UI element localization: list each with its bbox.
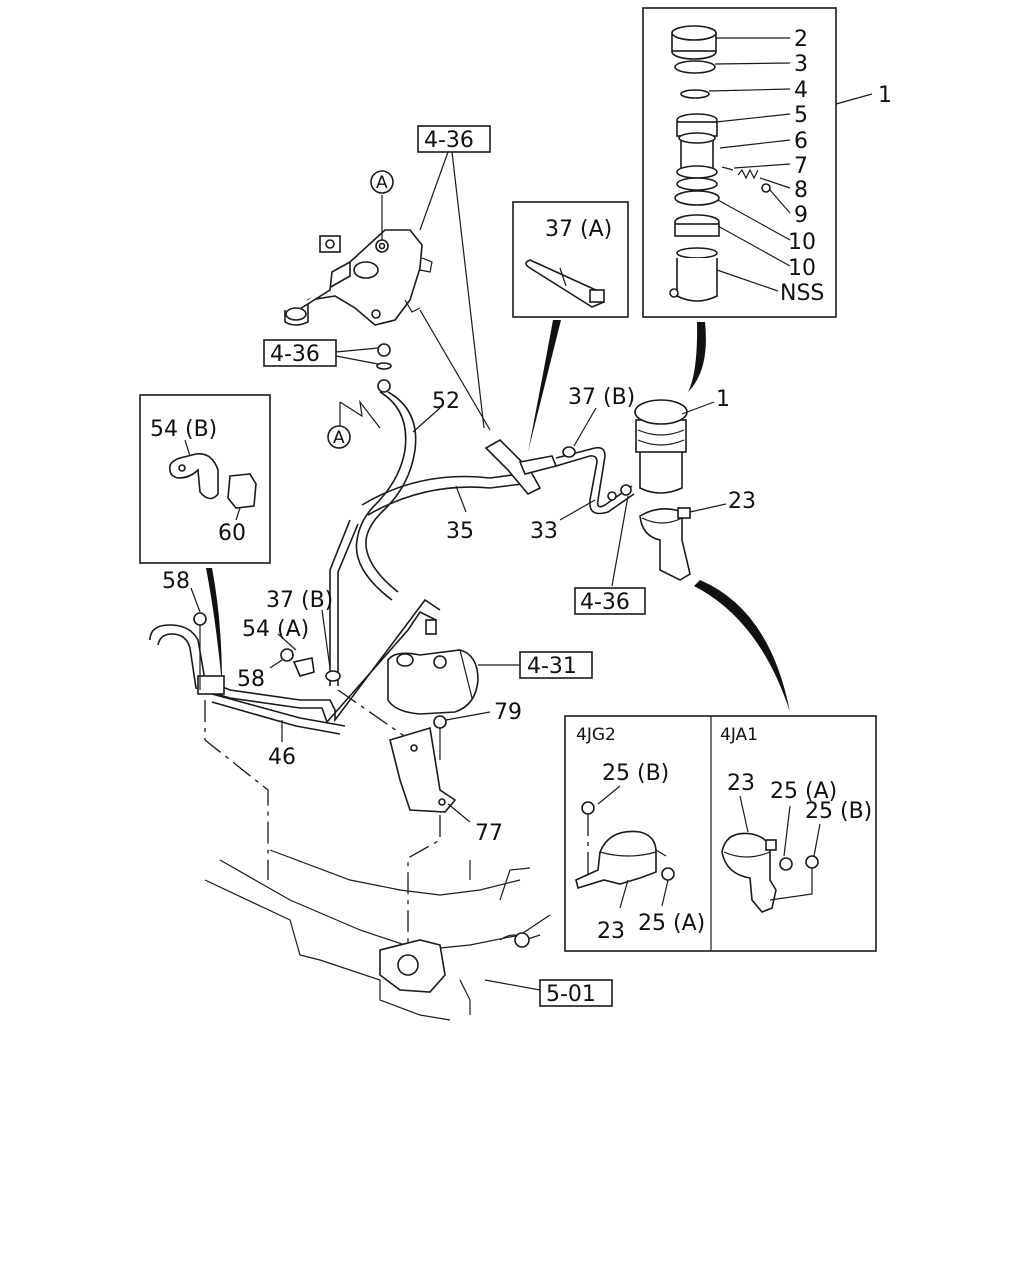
callout-8: 8 — [794, 178, 808, 203]
inset-4jg2-title: 4JG2 — [576, 725, 616, 745]
callout-23-mid: 23 — [728, 489, 756, 514]
callout-10-b: 10 — [788, 256, 816, 281]
callout-10-a: 10 — [788, 230, 816, 255]
lower-pipes: 58 54 (A) 58 37 (B) 46 — [149, 519, 441, 770]
slave-cylinder: 4-31 — [337, 619, 593, 741]
callout-54a: 54 (A) — [242, 617, 309, 642]
clamp-inset-box: 54 (B) 60 — [139, 394, 271, 564]
bracket-23: 23 — [639, 489, 756, 581]
inset-4ja1-title: 4JA1 — [720, 725, 758, 745]
variant-insets: 4JG2 25 (B) 23 25 (A) 4JA1 23 25 (A) 25 … — [564, 715, 877, 952]
ref-4-36-mid: 4-36 — [270, 342, 320, 367]
inset-4ja1-callout-25a: 25 (A) — [770, 779, 837, 804]
reservoir-exploded-box: 2 3 4 5 6 7 8 9 10 10 NSS 1 — [642, 7, 892, 318]
circle-a-top: A — [376, 173, 388, 193]
callout-52: 52 — [432, 389, 460, 414]
callout-58-top: 58 — [162, 569, 190, 594]
vehicle-frame: 5-01 — [204, 700, 613, 1021]
inset-4jg2-callout-23: 23 — [597, 919, 625, 944]
callout-6: 6 — [794, 129, 808, 154]
callout-37b-top: 37 (B) — [568, 385, 635, 410]
callout-77: 77 — [475, 821, 503, 846]
inset-4jg2-callout-25a: 25 (A) — [638, 911, 705, 936]
callout-3: 3 — [794, 52, 808, 77]
callout-5: 5 — [794, 103, 808, 128]
callout-33: 33 — [530, 519, 558, 544]
callout-79: 79 — [494, 700, 522, 725]
pointer-37a — [528, 320, 561, 452]
callout-37a: 37 (A) — [545, 217, 612, 242]
pointer-insets — [694, 580, 790, 712]
callout-60: 60 — [218, 521, 246, 546]
callout-7: 7 — [794, 154, 808, 179]
ref-4-36-low: 4-36 — [580, 590, 630, 615]
inset-4jg2-callout-25b: 25 (B) — [602, 761, 669, 786]
ref-4-36-top: 4-36 — [424, 128, 474, 153]
callout-1-top: 1 — [878, 83, 892, 108]
reservoir: 1 — [634, 387, 730, 494]
circle-a-mid: A — [333, 428, 345, 448]
clip-37a-box: 37 (A) — [512, 201, 629, 318]
callout-35: 35 — [446, 519, 474, 544]
callout-9: 9 — [794, 203, 808, 228]
callout-58-mid: 58 — [237, 667, 265, 692]
callout-2: 2 — [794, 27, 808, 52]
clutch-hoses: 52 35 33 37 (B) 4-36 — [355, 379, 646, 615]
master-cylinder: A — [284, 170, 433, 326]
bracket-77: 79 77 — [389, 700, 522, 846]
inset-4ja1-callout-25b: 25 (B) — [805, 799, 872, 824]
callout-54b: 54 (B) — [150, 417, 217, 442]
ref-4-31: 4-31 — [527, 654, 577, 679]
callout-1-mid: 1 — [716, 387, 730, 412]
inset-4ja1-callout-23: 23 — [727, 771, 755, 796]
callout-4: 4 — [794, 78, 808, 103]
callout-37b-mid: 37 (B) — [266, 588, 333, 613]
ref-5-01: 5-01 — [546, 982, 596, 1007]
pointer-reservoir — [688, 322, 706, 392]
pointer-clamp — [206, 568, 222, 685]
callout-nss: NSS — [780, 281, 824, 306]
callout-46: 46 — [268, 745, 296, 770]
